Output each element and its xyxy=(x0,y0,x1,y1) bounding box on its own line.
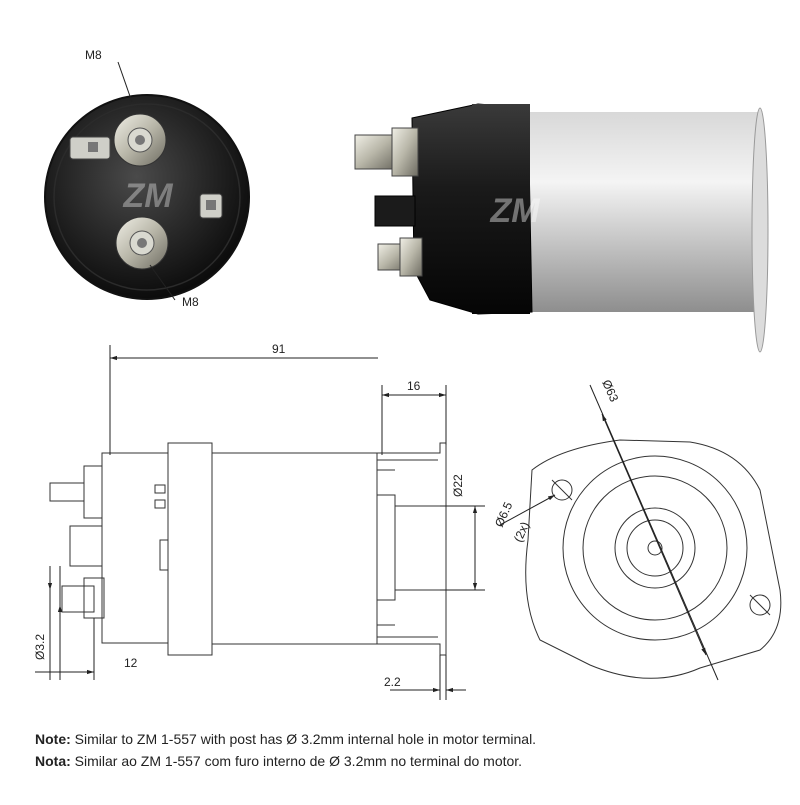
photo-end-view: ZM M8 M8 xyxy=(44,48,250,309)
dim-bolt-circle: Ø63 xyxy=(599,378,621,405)
watermark-logo-side: ZM xyxy=(489,192,540,230)
dim-terminal-diameter: Ø3.2 xyxy=(33,634,47,660)
notes-block: Note: Similar to ZM 1-557 with post has … xyxy=(35,728,775,772)
note-label: Note: xyxy=(35,731,71,747)
dim-overall-length: 91 xyxy=(272,342,286,356)
dim-bore-diameter: Ø22 xyxy=(451,474,465,497)
leader-line-top xyxy=(117,61,133,103)
terminal-bottom xyxy=(115,216,169,270)
stud-bottom xyxy=(377,237,423,277)
thread-label-top: M8 xyxy=(85,48,102,62)
dim-flange-depth: 16 xyxy=(407,379,421,393)
dimensions-side xyxy=(35,345,485,700)
thread-label-bottom: M8 xyxy=(182,295,199,309)
dimensions-flange xyxy=(499,384,719,681)
note-text: Similar ao ZM 1-557 com furo interno de … xyxy=(70,753,523,769)
watermark-logo: ZM xyxy=(122,177,173,215)
solenoid-can xyxy=(520,112,760,312)
dim-flange-thickness: 2.2 xyxy=(384,675,401,689)
note-text: Similar to ZM 1-557 with post has Ø 3.2m… xyxy=(70,731,537,747)
dim-terminal-offset: 12 xyxy=(124,656,138,670)
note-label: Nota: xyxy=(35,753,71,769)
terminal-top xyxy=(113,113,167,167)
leader-line-bottom xyxy=(149,264,176,301)
photo-side-view: ZM xyxy=(354,103,769,353)
flange-view-drawing xyxy=(525,439,782,679)
note-portuguese: Nota: Similar ao ZM 1-557 com furo inter… xyxy=(35,750,775,772)
side-elevation-drawing xyxy=(49,442,447,656)
stud-top xyxy=(354,127,419,177)
note-english: Note: Similar to ZM 1-557 with post has … xyxy=(35,728,775,750)
dim-hole-diameter: Ø6.5 xyxy=(492,499,516,529)
spade-terminal xyxy=(374,195,416,227)
